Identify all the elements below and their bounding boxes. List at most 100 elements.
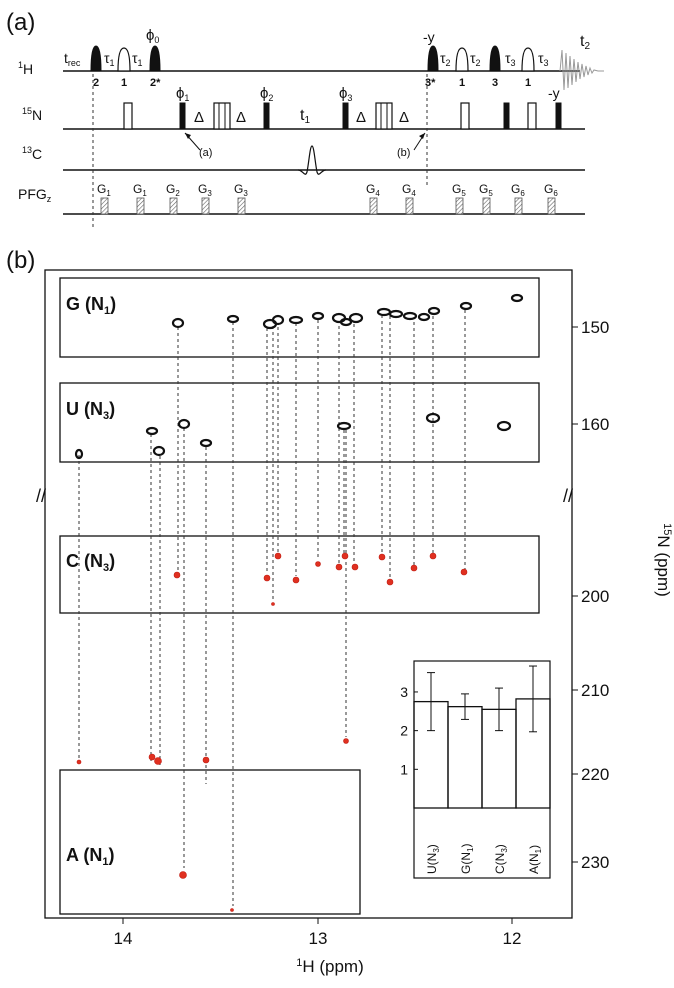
peak	[510, 293, 524, 303]
n-pulse-2	[179, 102, 186, 130]
peak	[459, 301, 473, 311]
peak	[336, 421, 352, 431]
inset-category-labels: U(N3) G(N1) C(N3) A(N1)	[425, 844, 543, 874]
tau3-label-a: τ3	[505, 50, 516, 68]
channel-label-pfg: PFGz	[18, 186, 52, 204]
h-pulse-6	[489, 45, 501, 72]
peak	[496, 420, 512, 432]
n-pulse-3	[263, 102, 270, 130]
box-u-n3	[59, 382, 540, 463]
box-label-c: C (N3)	[66, 551, 115, 574]
gradient-label-10: G6	[511, 182, 525, 198]
x-tick-label: 12	[503, 929, 522, 948]
tau2-label-b: τ2	[470, 50, 481, 68]
h-pulse-num-1: 2	[93, 77, 99, 89]
inset-category-label-a: A(N1)	[527, 845, 543, 874]
x-tick-label: 14	[114, 929, 133, 948]
ref-b-arrowhead	[419, 133, 425, 139]
h-pulse-num-2: 1	[121, 77, 127, 89]
gradient-6	[369, 197, 378, 215]
gradient-7	[405, 197, 414, 215]
gradient-label-4: G3	[198, 182, 212, 198]
box-c-n3	[59, 535, 540, 614]
panel-b-label: (b)	[6, 247, 35, 274]
peak	[339, 317, 353, 327]
gradient-label-9: G5	[479, 182, 493, 198]
y-tick-label: 230	[581, 853, 609, 872]
axis-break-right: //	[563, 486, 573, 506]
y-tick-label: 150	[581, 318, 609, 337]
n-pulse-8	[555, 102, 562, 130]
gradient-1	[100, 197, 109, 215]
correlation-lines	[78, 310, 466, 906]
box-label-a: A (N1)	[66, 845, 114, 868]
peak	[378, 553, 386, 561]
tau1-label-b: τ1	[132, 50, 143, 68]
inset-bars	[413, 665, 551, 809]
peak	[410, 564, 418, 572]
h-pulse-5	[455, 47, 469, 72]
phi0-label: ϕ0	[146, 27, 159, 45]
phi2-label: ϕ2	[260, 85, 273, 103]
panel-a: (a) 1H 15N 13C PFGz trec τ1 τ1 ϕ0 2 1 2*…	[6, 9, 604, 230]
inset-y-tick-label: 2	[400, 723, 408, 739]
n-composite-2	[375, 102, 393, 130]
peak	[199, 438, 213, 448]
peak	[271, 314, 285, 326]
t2-label: t2	[580, 33, 590, 52]
h-pulse-3	[149, 45, 161, 72]
peak	[386, 578, 394, 586]
y-tick-label: 200	[581, 587, 609, 606]
tau2-label-a: τ2	[440, 50, 451, 68]
peak	[226, 314, 240, 324]
peaks-a-n1	[76, 738, 349, 912]
inset-bar-chart: 1 2 3 U(N3) G(N1) C(N3) A(N1)	[400, 660, 551, 879]
x-axis-label: 1H (ppm)	[296, 957, 364, 976]
peaks-c-n3	[173, 552, 468, 606]
peak	[177, 418, 191, 430]
t1-label: t1	[300, 107, 310, 126]
peaks-u-n3	[74, 412, 512, 460]
peak	[311, 311, 325, 321]
peak	[230, 908, 234, 912]
fid-decay	[559, 49, 604, 91]
peak	[202, 756, 210, 764]
t-rec-label: trec	[64, 50, 81, 68]
delta-2: Δ	[236, 109, 246, 126]
gradient-4	[201, 197, 210, 215]
inset-category-label-c: C(N3)	[493, 844, 509, 874]
box-label-g: G (N1)	[66, 294, 116, 317]
peak	[348, 312, 364, 324]
gradient-labels: G1 G1 G2 G3 G3 G4 G4 G5 G5 G6 G6	[97, 182, 558, 198]
peak	[343, 738, 349, 744]
peak	[460, 568, 468, 576]
peak	[76, 759, 82, 765]
panel-b: (b) // // G (N1) U (N3) C (N3) A (N1)	[6, 247, 673, 976]
gradient-label-8: G5	[452, 182, 466, 198]
h-pulse-4	[427, 45, 439, 72]
inset-y-ticks: 1 2 3	[400, 684, 408, 777]
peak	[179, 871, 187, 879]
inset-category-label-u: U(N3)	[425, 844, 441, 874]
gradient-label-11: G6	[544, 182, 558, 198]
delta-1: Δ	[194, 109, 204, 126]
h-pulse-num-7: 1	[525, 77, 531, 89]
n-pulse-6	[503, 102, 510, 130]
h-pulse-2	[117, 47, 131, 72]
peak	[148, 753, 156, 761]
y-tick-label: 220	[581, 765, 609, 784]
peak	[429, 552, 437, 560]
gradient-label-1: G1	[97, 182, 111, 198]
peak	[335, 563, 343, 571]
delta-3: Δ	[356, 109, 366, 126]
peak	[274, 552, 282, 560]
spectrum-frame	[44, 269, 573, 919]
h-pulse-7	[521, 47, 535, 72]
phi3-label: ϕ3	[339, 85, 352, 103]
y-tick-label: 160	[581, 415, 609, 434]
delta-4: Δ	[399, 109, 409, 126]
x-axis: 14 13 12 1H (ppm)	[114, 918, 522, 976]
peak	[341, 552, 349, 560]
peak	[292, 576, 300, 584]
